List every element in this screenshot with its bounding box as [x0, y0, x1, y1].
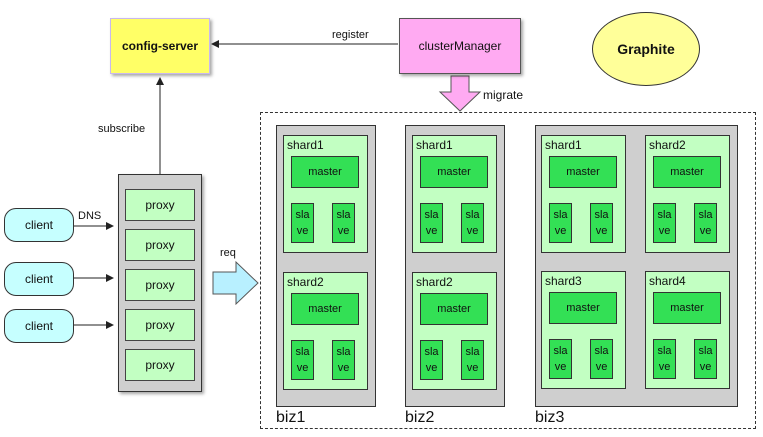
slave-node: sla ve	[590, 339, 613, 379]
slave-node: sla ve	[420, 340, 443, 380]
shard-title: shard2	[649, 138, 686, 152]
cluster-manager-node: clusterManager	[399, 18, 521, 74]
master-node: master	[291, 156, 359, 188]
migrate-label: migrate	[483, 88, 524, 102]
proxy-node: proxy	[125, 309, 195, 341]
master-node: master	[420, 293, 488, 325]
slave-node: sla ve	[549, 203, 572, 243]
migrate-block-arrow	[438, 75, 482, 112]
slave-node: sla ve	[461, 203, 484, 243]
register-label: register	[332, 29, 369, 41]
slave-node: sla ve	[694, 203, 717, 243]
slave-node: sla ve	[549, 339, 572, 379]
shard-title: shard1	[416, 138, 453, 152]
slave-node: sla ve	[653, 203, 676, 243]
shard-title: shard3	[545, 274, 582, 288]
shard-title: shard2	[416, 275, 453, 289]
dns-label: DNS	[78, 210, 102, 222]
shard-title: shard1	[545, 138, 582, 152]
cluster-manager-label: clusterManager	[418, 39, 502, 53]
proxy-node: proxy	[125, 349, 195, 381]
master-node: master	[420, 156, 488, 188]
biz-label: biz2	[405, 409, 435, 426]
shard-title: shard4	[649, 274, 686, 288]
master-node: master	[549, 292, 617, 324]
slave-node: sla ve	[694, 339, 717, 379]
master-node: master	[653, 156, 721, 188]
slave-node: sla ve	[291, 340, 314, 380]
slave-node: sla ve	[590, 203, 613, 243]
slave-node: sla ve	[461, 340, 484, 380]
client-node: client	[4, 208, 74, 242]
shard-title: shard2	[287, 275, 324, 289]
biz-label: biz1	[276, 409, 306, 426]
master-node: master	[291, 293, 359, 325]
biz-label: biz3	[535, 409, 565, 426]
req-block-arrow	[212, 260, 259, 306]
slave-node: sla ve	[332, 203, 355, 243]
master-node: master	[549, 156, 617, 188]
graphite-node: Graphite	[592, 12, 700, 86]
config-server-node: config-server	[110, 18, 210, 74]
client-node: client	[4, 262, 74, 296]
slave-node: sla ve	[420, 203, 443, 243]
slave-node: sla ve	[653, 339, 676, 379]
req-label: req	[220, 247, 236, 259]
proxy-node: proxy	[125, 269, 195, 301]
shard-title: shard1	[287, 138, 324, 152]
config-server-label: config-server	[121, 39, 199, 53]
slave-node: sla ve	[291, 203, 314, 243]
subscribe-label: subscribe	[98, 123, 146, 135]
proxy-node: proxy	[125, 229, 195, 261]
slave-node: sla ve	[332, 340, 355, 380]
graphite-label: Graphite	[617, 41, 675, 57]
proxy-node: proxy	[125, 189, 195, 221]
client-node: client	[4, 309, 74, 343]
storage-cluster-boundary	[260, 112, 756, 429]
master-node: master	[653, 292, 721, 324]
